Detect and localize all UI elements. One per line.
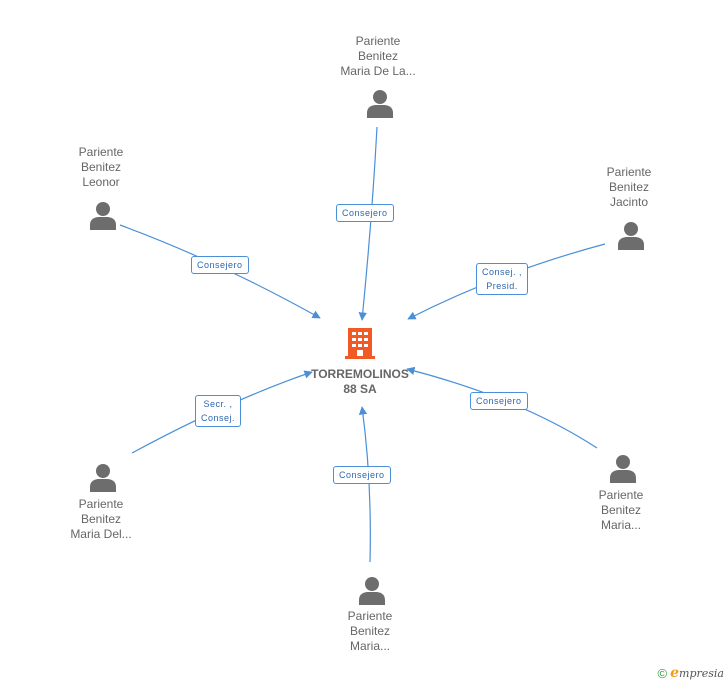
edge-bottom (358, 406, 371, 563)
person-name-line: Pariente (598, 488, 644, 502)
person-name-line: Maria... (349, 639, 390, 653)
relation-badge: Consejero (336, 204, 394, 222)
relation-badge: Consej. , Presid. (476, 263, 529, 295)
person-name-line: Pariente (606, 165, 652, 179)
person-name-line: Pariente (78, 497, 124, 511)
relation-badge: Consejero (333, 466, 391, 484)
person-icon (90, 464, 116, 492)
building-icon (345, 328, 375, 359)
relation-label: Consej. , (482, 267, 523, 277)
company-node[interactable]: TORREMOLINOS 88 SA (300, 326, 420, 396)
company-name: TORREMOLINOS 88 SA (311, 367, 409, 396)
person-name-line: Leonor (82, 175, 120, 189)
person-name-line: Benitez (608, 180, 650, 194)
relation-label: Consejero (197, 260, 243, 270)
person-icon (359, 577, 385, 605)
person-name-line: Maria... (600, 518, 641, 532)
person-icon (610, 455, 636, 483)
person-name-line: Benitez (80, 512, 122, 526)
relation-label: Secr. , (203, 399, 233, 409)
relation-label: Consejero (339, 470, 385, 480)
person-name-line: Pariente (78, 145, 124, 159)
footer-brand: © empresia (658, 665, 724, 681)
person-name-line: Benitez (357, 49, 399, 63)
empresia-logo[interactable]: empresia (670, 665, 724, 681)
relation-label: Consejero (342, 208, 388, 218)
person-name-line: Benitez (600, 503, 642, 517)
relation-label: Consejero (476, 396, 522, 406)
copyright-icon: © (657, 665, 668, 681)
relation-badge: Secr. , Consej. (195, 395, 242, 427)
relation-badge: Consejero (191, 256, 249, 274)
person-name-line: Maria De La... (340, 64, 416, 78)
person-name-line: Pariente (347, 609, 393, 623)
person-icon (90, 202, 116, 230)
person-name-line: Maria Del... (70, 527, 132, 541)
person-name-line: Pariente (355, 34, 401, 48)
person-name-line: Benitez (80, 160, 122, 174)
person-name-line: Jacinto (609, 195, 649, 209)
person-icon (367, 90, 393, 118)
person-name-line: Benitez (349, 624, 391, 638)
edge-top (358, 126, 378, 321)
person-icon (618, 222, 644, 250)
relation-label: Presid. (486, 281, 518, 291)
relation-label: Consej. (201, 413, 236, 423)
relation-badge: Consejero (470, 392, 528, 410)
